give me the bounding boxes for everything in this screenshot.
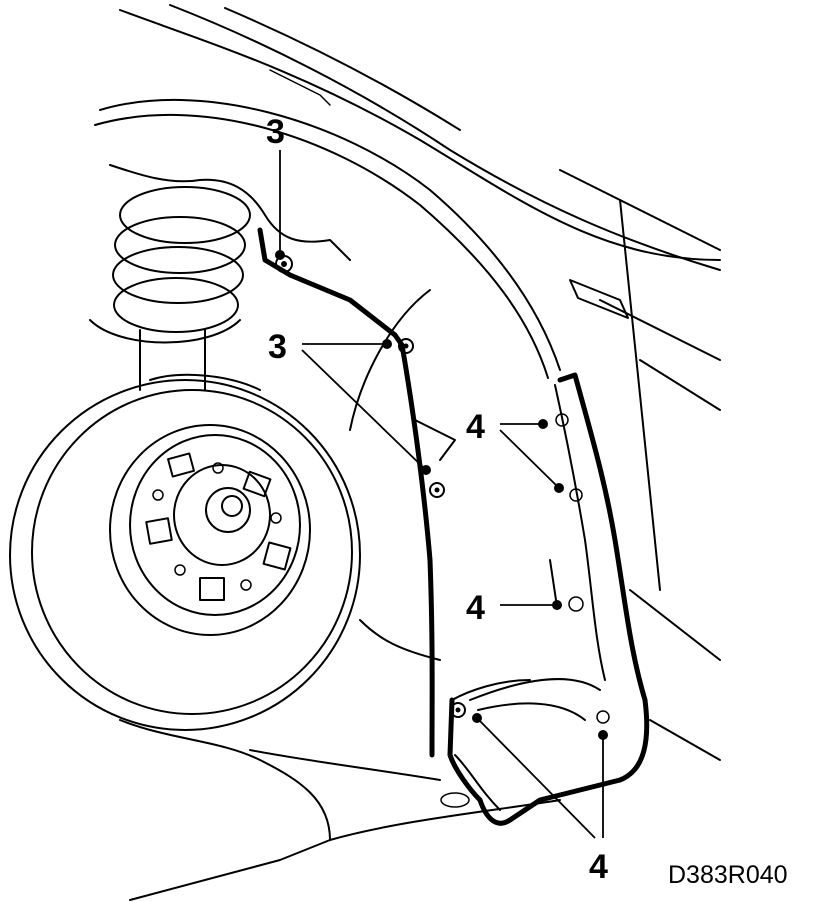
drawing-code: D383R040 bbox=[668, 861, 788, 889]
callout-labels: 3 3 4 4 4 bbox=[266, 113, 608, 886]
leader-lines bbox=[275, 150, 608, 839]
clip-lower bbox=[429, 482, 445, 498]
clip-bottom-left bbox=[450, 702, 466, 718]
callout-4-bottom: 4 bbox=[589, 848, 608, 886]
brake-disc-hub bbox=[9, 379, 361, 731]
callout-4-upper: 4 bbox=[466, 408, 485, 446]
callout-3-top: 3 bbox=[266, 113, 285, 151]
lower-body bbox=[119, 619, 561, 901]
fasteners bbox=[275, 255, 466, 718]
clip-mid bbox=[398, 338, 414, 354]
wheel-arch bbox=[94, 99, 561, 431]
fender-body bbox=[119, 4, 721, 761]
callout-4-middle: 4 bbox=[466, 589, 485, 627]
strut-spring bbox=[89, 164, 351, 391]
callout-3-mid: 3 bbox=[268, 328, 287, 366]
mudguard bbox=[257, 227, 650, 826]
